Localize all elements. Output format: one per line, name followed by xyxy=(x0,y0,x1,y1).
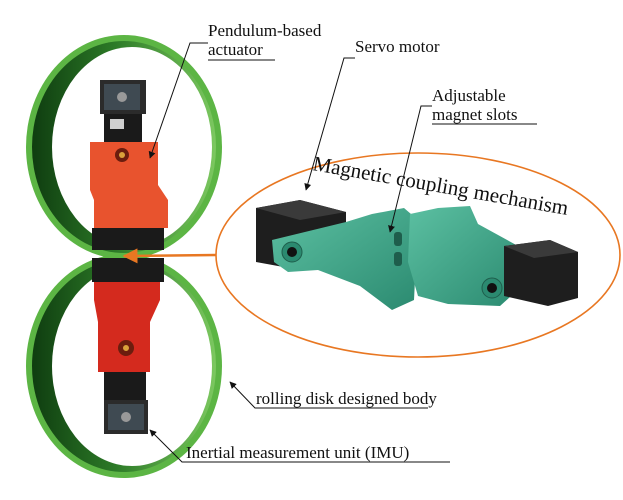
coupling-callout-ellipse xyxy=(215,152,621,358)
actuator-label-line2: actuator xyxy=(208,40,263,59)
leader-lines xyxy=(148,42,537,463)
servo-motor-label: Servo motor xyxy=(355,37,440,56)
magnet-slots-label-line2: magnet slots xyxy=(432,105,517,124)
upper-actuator xyxy=(90,80,168,250)
magnet-slots-label-line1: Adjustable xyxy=(432,86,506,105)
imu-label: Inertial measurement unit (IMU) xyxy=(186,443,409,462)
coupling-callout-arrow xyxy=(122,248,217,264)
coupling-mechanism xyxy=(256,200,578,310)
rolling-disk-label: rolling disk designed body xyxy=(256,389,437,408)
actuator-label-line1: Pendulum-based xyxy=(208,21,322,40)
